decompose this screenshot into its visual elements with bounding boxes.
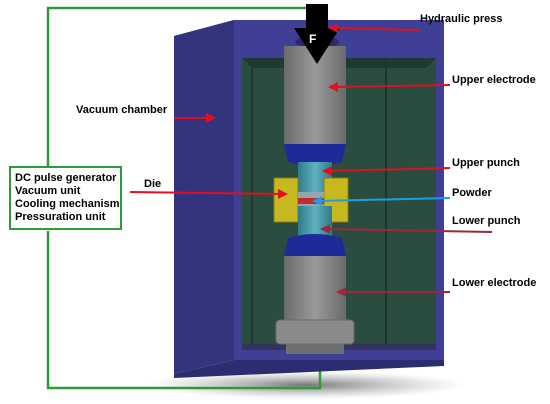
control-line-vacuum-unit: Vacuum unit [15,185,81,197]
upper-punch-band [284,144,346,166]
arrow-die [129,191,283,195]
floor-shadow [145,371,465,399]
powder-pointer [312,196,451,206]
control-line-cooling: Cooling mechanism [15,198,120,210]
arrow-powder [317,197,451,202]
arrow-lower-punch [325,228,493,233]
pointer-arrows [129,23,451,199]
label-upper-electrode: Upper electrode [452,74,536,86]
lower-electrode [284,256,346,320]
label-lower-punch: Lower punch [452,215,521,227]
label-hydraulic-press: Hydraulic press [420,13,503,25]
label-powder: Powder [452,187,492,199]
control-line-pressuration: Pressuration unit [15,211,106,223]
upper-electrode [284,46,346,144]
control-line-dc-pulse: DC pulse generator [15,172,117,184]
label-upper-punch: Upper punch [452,157,520,169]
arrowhead-powder [312,196,322,206]
chamber-side [174,20,234,374]
lower-wire [46,231,322,390]
arrow-hydraulic-press [333,27,421,31]
arrowhead-upper-punch [322,166,332,176]
arrowhead-vacuum-chamber [206,113,216,123]
label-vacuum-chamber: Vacuum chamber [76,104,168,116]
arrow-upper-punch [327,167,451,172]
dark-red-pointers [320,224,493,297]
force-arrow [294,4,340,64]
arrowhead-hydraulic-press [328,23,338,33]
arrow-upper-electrode [333,84,451,88]
lower-punch-band [284,234,346,256]
force-label: F [309,32,317,46]
label-lower-electrode: Lower electrode [452,277,537,289]
control-unit-box: DC pulse generator Vacuum unit Cooling m… [9,166,122,230]
arrowhead-upper-electrode [328,82,338,92]
label-die: Die [144,178,162,190]
arrowhead-lower-electrode [336,287,346,297]
chamber-base [174,360,444,378]
die-left [273,177,299,223]
powder-sample [298,198,324,204]
lower-electrode-foot [286,344,344,354]
lower-electrode-base [275,319,355,345]
arrowhead-lower-punch [320,224,330,234]
arrowhead-die [278,189,288,199]
